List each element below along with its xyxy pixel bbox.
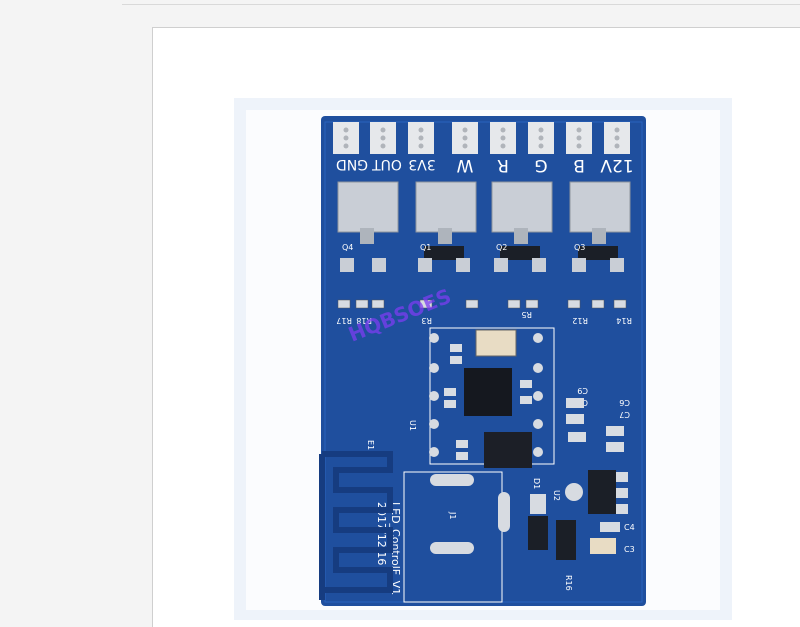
pin-label-3v3: 3V3 [408,156,435,172]
silk-d1: D1 [532,478,541,489]
silk-r5: R5 [521,310,532,319]
pin-label-gnd: GND [336,156,368,172]
silk-c7: C7 [619,410,630,419]
connector-j1 [403,471,510,603]
silk-c9: C9 [577,386,588,395]
pin-label-w: W [456,155,473,175]
silk-q1: Q1 [420,243,431,252]
silk-u2: U2 [552,490,561,501]
mosfets [337,181,631,272]
mcu-area [429,327,624,468]
pin-label-g: G [534,155,547,175]
pin-labels: GND OUT 3V3 W R G B 12V [336,155,634,175]
silk-q4: Q4 [342,243,353,252]
pcb-board [321,116,646,606]
silk-r16: R16 [564,575,573,591]
silk-c3: C3 [624,545,635,554]
top-divider [122,4,800,5]
header-pins [333,122,630,154]
pin-label-out: OUT [372,156,402,172]
pin-label-r: R [497,155,509,175]
pin-label-12v: 12V [600,155,634,175]
silkscreen-labels: Q4 Q1 Q2 Q3 R17 R18 R3 R5 R12 R14 C9 C8 … [336,243,634,595]
silk-r3: R3 [421,316,432,325]
silk-u1: U1 [408,420,417,431]
silk-r14: R14 [616,316,632,325]
silk-r18: R18 [356,316,372,325]
regulator-area [528,470,628,560]
silk-c4: C4 [624,523,635,532]
silk-r12: R12 [572,316,588,325]
silk-q2: Q2 [496,243,507,252]
silk-q3: Q3 [574,243,585,252]
pcb-antenna [322,451,393,593]
pin-label-b: B [573,155,585,175]
silk-r17: R17 [336,316,352,325]
silk-e1: E1 [366,440,375,450]
silk-c6: C6 [619,398,630,407]
resistor-row [337,299,627,309]
silk-j1: J1 [448,511,457,519]
